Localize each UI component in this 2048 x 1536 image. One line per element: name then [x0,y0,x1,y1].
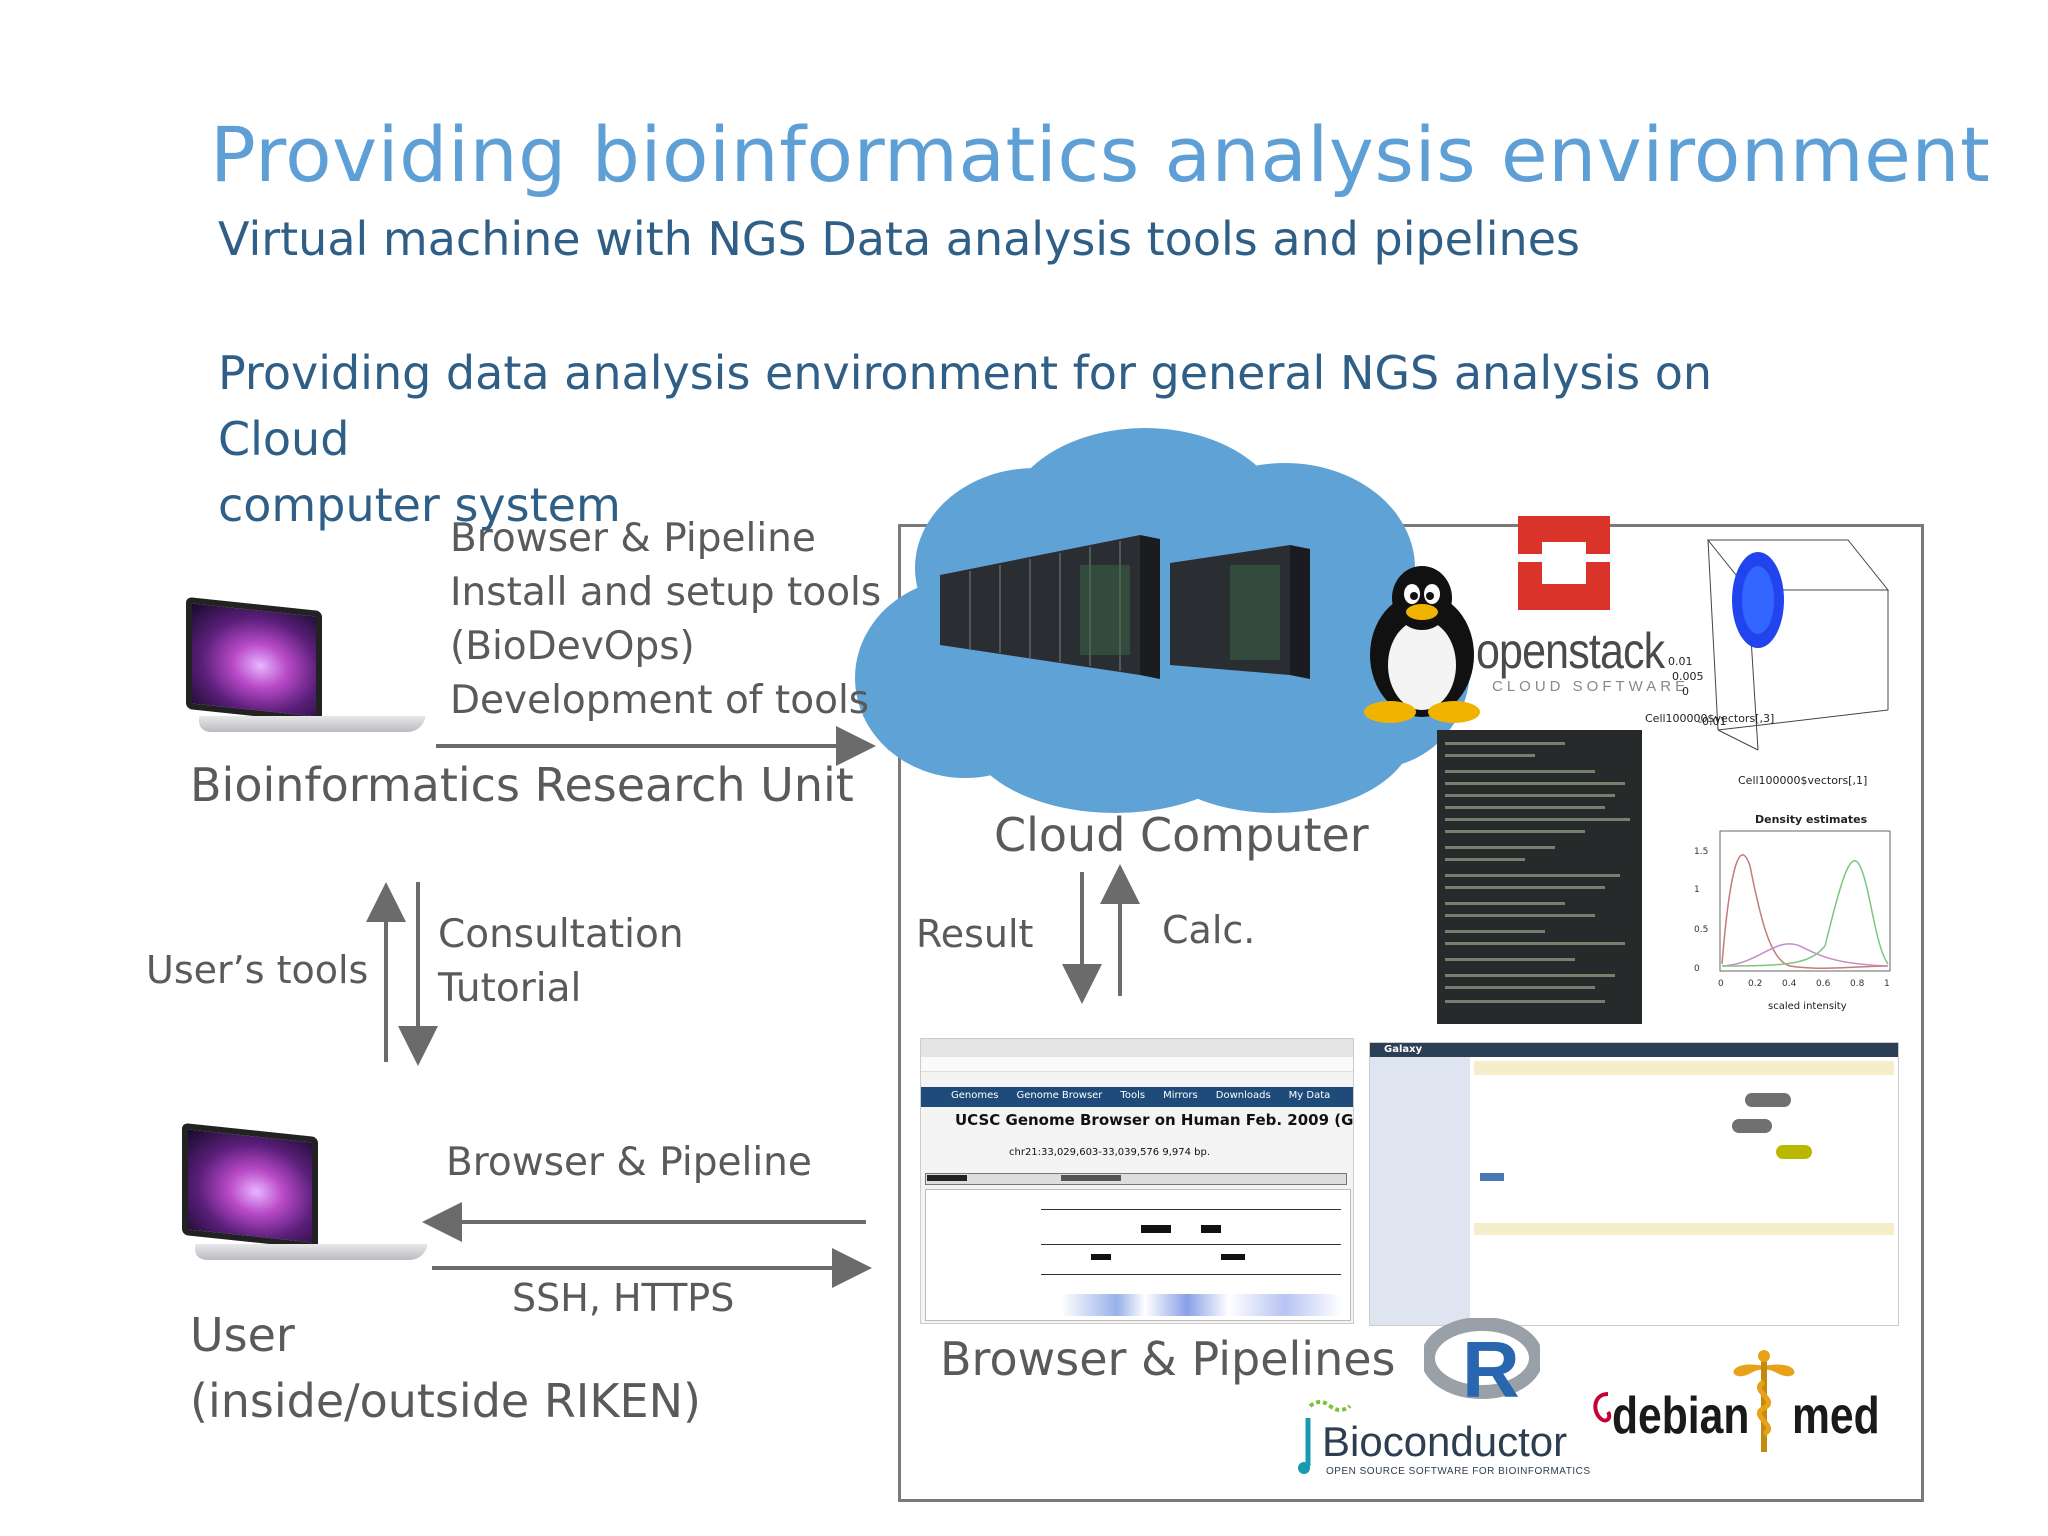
body-line-1: Providing data analysis environment for … [218,346,1712,466]
terminal-screenshot [1437,730,1642,1024]
density-plot: 0 0.5 1 1.5 0 0.2 0.4 0.6 0.8 1 [1694,830,1891,989]
slide-title: Providing bioinformatics analysis enviro… [210,110,1991,199]
density-xlabel: scaled intensity [1768,1001,1847,1012]
label-tutorial: Tutorial [438,966,582,1011]
ucsc-position: chr21:33,029,603-33,039,576 9,974 bp. [1009,1147,1211,1158]
slide-subtitle: Virtual machine with NGS Data analysis t… [218,212,1580,266]
openstack-subtitle: CLOUD SOFTWARE [1492,678,1690,695]
result-label: Result [916,912,1034,956]
research-unit-label: Bioinformatics Research Unit [190,758,854,812]
svg-text:0: 0 [1682,685,1689,698]
r-logo-icon [1424,1318,1540,1399]
ucsc-nav-my-data[interactable]: My Data [1288,1090,1331,1101]
bioconductor-logo-icon [1298,1400,1352,1474]
med-wordmark: med [1792,1387,1880,1445]
cloud-computer-label: Cloud Computer [994,808,1369,862]
debian-wordmark: debian [1612,1387,1750,1445]
consultation-labels: Consultation Tutorial [438,908,684,1016]
label-development: Development of tools [450,678,870,723]
density-ytick: 1 [1694,885,1700,895]
ucsc-title: UCSC Genome Browser on Human Feb. 2009 (… [955,1111,1354,1129]
openstack-wordmark: openstack [1476,623,1665,679]
body-line-2: computer system [218,478,621,532]
label-biodevops: (BioDevOps) [450,624,695,669]
bottom-arrow-label: Browser & Pipeline [446,1140,812,1185]
ucsc-nav-downloads[interactable]: Downloads [1215,1090,1271,1101]
calc-label: Calc. [1162,908,1256,952]
galaxy-title: Galaxy [1384,1044,1423,1055]
supercomputer-image [940,535,1310,679]
r-logo-letter: R [1462,1325,1520,1414]
label-browser-pipeline: Browser & Pipeline [450,516,816,561]
density-title: Density estimates [1755,813,1868,826]
scatter-axis-label-3: Cell100000$vectors[,3] [1645,712,1775,725]
user-location-label: (inside/outside RIKEN) [190,1374,701,1428]
density-ytick: 0 [1694,964,1700,974]
bioconductor-subtitle: OPEN SOURCE SOFTWARE FOR BIOINFORMATICS [1326,1466,1591,1477]
label-consultation: Consultation [438,912,684,957]
density-ytick: 0.5 [1694,925,1708,935]
svg-text:-0.01: -0.01 [1698,715,1726,728]
galaxy-screenshot: Galaxy [1369,1042,1899,1326]
protocol-label: SSH, HTTPS [512,1276,735,1320]
density-xtick: 1 [1884,979,1890,989]
svg-text:0.005: 0.005 [1672,670,1704,683]
scatter-axis-label-1: Cell100000$vectors[,1] [1738,774,1868,787]
scatter-3d-plot: 0.01 0.005 0 -0.01 [1668,539,1890,751]
density-xtick: 0.6 [1816,979,1831,989]
density-xtick: 0.2 [1748,979,1762,989]
user-label: User [190,1308,295,1362]
density-ytick: 1.5 [1694,847,1708,857]
users-tools-label: User’s tools [146,948,369,992]
debian-swirl-icon [1593,1392,1612,1423]
ucsc-browser-screenshot: Genomes Genome Browser Tools Mirrors Dow… [920,1038,1354,1324]
label-install-setup: Install and setup tools [450,570,882,615]
slide-body: Providing data analysis environment for … [218,340,1838,538]
density-xtick: 0.4 [1782,979,1797,989]
ucsc-nav-tools[interactable]: Tools [1120,1090,1146,1101]
ucsc-nav-genomes[interactable]: Genomes [951,1090,999,1101]
linux-tux-icon [1364,566,1480,723]
density-xtick: 0 [1718,979,1724,989]
openstack-logo-icon [1516,516,1612,610]
ucsc-nav-mirrors[interactable]: Mirrors [1163,1090,1198,1101]
density-xtick: 0.8 [1850,979,1865,989]
top-arrow-labels: Browser & Pipeline Install and setup too… [450,512,881,728]
ucsc-nav-genome-browser[interactable]: Genome Browser [1016,1090,1103,1101]
caduceus-icon [1733,1350,1795,1452]
bioconductor-wordmark: Bioconductor [1322,1418,1568,1465]
svg-text:0.01: 0.01 [1668,655,1693,668]
browser-pipelines-label: Browser & Pipelines [940,1332,1396,1386]
